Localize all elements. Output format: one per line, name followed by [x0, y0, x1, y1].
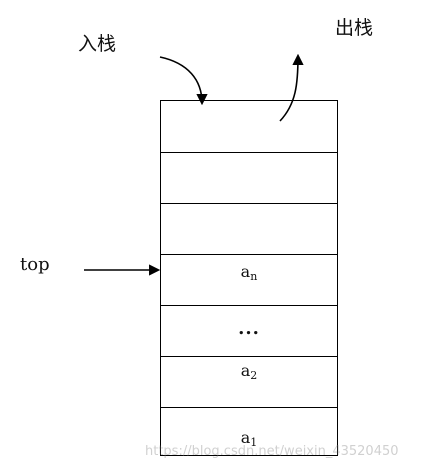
cell-ellipsis-text: ...: [238, 318, 260, 339]
cell-a1-base: a: [240, 428, 251, 447]
stack-cell-a2: a2: [161, 356, 337, 407]
cell-a1-sub: 1: [250, 436, 258, 449]
pop-label: 出栈: [335, 17, 374, 39]
stack-cell-empty-2: [161, 152, 337, 203]
stack-cell-a1: a1: [161, 407, 337, 455]
push-arrow: [159, 56, 208, 106]
stack-cell-an: an: [161, 254, 337, 305]
stack-cell-empty-1: [161, 101, 337, 152]
pop-arrow: [279, 53, 304, 122]
push-label: 入栈: [78, 33, 117, 55]
cell-an-base: a: [240, 262, 251, 281]
stack-cell-empty-3: [161, 203, 337, 254]
watermark-text: https://blog.csdn.net/weixin_43520450: [145, 444, 399, 459]
top-pointer-label: top: [20, 254, 50, 275]
stack-box: an ... a2 a1: [160, 100, 338, 456]
stack-cell-ellipsis: ...: [161, 305, 337, 356]
cell-an-sub: n: [250, 270, 258, 283]
cell-a2-sub: 2: [250, 369, 258, 382]
cell-a2-base: a: [240, 361, 251, 380]
